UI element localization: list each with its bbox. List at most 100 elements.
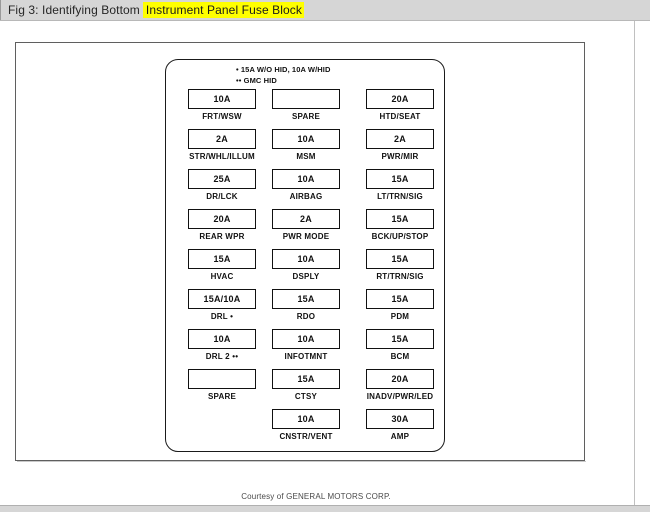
fuse-amperage: 15A	[297, 373, 315, 384]
fuse-cell[interactable]: 10A DSPLY	[263, 249, 349, 289]
fuse-cell[interactable]: 15A BCK/UP/STOP	[357, 209, 443, 249]
fuse-column-2: SPARE 10A MSM 10A AIRBAG 2A	[263, 89, 349, 449]
fuse-amperage: 10A	[213, 93, 231, 104]
fuse-slot-empty[interactable]	[188, 369, 256, 389]
fuse-cell[interactable]: 10A FRT/WSW	[179, 89, 265, 129]
fuse-cell[interactable]: 10A DRL 2 ••	[179, 329, 265, 369]
fuse-cell[interactable]: 10A MSM	[263, 129, 349, 169]
figure-header-bar: Fig 3: Identifying Bottom Instrument Pan…	[0, 0, 650, 21]
page-outer-margin	[635, 21, 650, 512]
fuse-label: BCM	[390, 352, 410, 361]
fuse-slot[interactable]: 15A	[272, 289, 340, 309]
fuse-amperage: 10A	[297, 133, 315, 144]
figure-caption-highlight: Instrument Panel Fuse Block	[142, 2, 305, 18]
fuse-slot[interactable]: 15A	[366, 329, 434, 349]
diagram-frame: • 15A W/O HID, 10A W/HID •• GMC HID 10A …	[15, 42, 586, 501]
fuse-slot[interactable]: 15A	[366, 169, 434, 189]
fuse-cell[interactable]: 10A INFOTMNT	[263, 329, 349, 369]
fuse-label: HTD/SEAT	[379, 112, 421, 121]
document-page: • 15A W/O HID, 10A W/HID •• GMC HID 10A …	[0, 21, 650, 512]
fuse-amperage: 20A	[213, 213, 231, 224]
fuse-label: AIRBAG	[289, 192, 323, 201]
fuse-slot-empty[interactable]	[272, 89, 340, 109]
fuse-amperage: 30A	[391, 413, 409, 424]
fuse-label: INFOTMNT	[284, 352, 328, 361]
fuse-label: DRL 2 ••	[205, 352, 239, 361]
fuse-label: AMP	[390, 432, 410, 441]
fuse-cell[interactable]: 2A PWR MODE	[263, 209, 349, 249]
fuse-slot[interactable]: 15A	[188, 249, 256, 269]
fuse-label: DSPLY	[292, 272, 320, 281]
fuse-amperage: 15A	[213, 253, 231, 264]
fuse-amperage: 15A	[391, 213, 409, 224]
fuse-amperage: 15A	[391, 333, 409, 344]
fuse-cell[interactable]: 15A/10A DRL •	[179, 289, 265, 329]
fuse-label: PWR/MIR	[381, 152, 419, 161]
fuse-amperage: 15A	[297, 293, 315, 304]
fuse-amperage: 10A	[213, 333, 231, 344]
fuse-slot[interactable]: 2A	[272, 209, 340, 229]
fuse-amperage: 20A	[391, 373, 409, 384]
fuse-cell[interactable]: 20A INADV/PWR/LED	[357, 369, 443, 409]
fuse-cell[interactable]: 20A HTD/SEAT	[357, 89, 443, 129]
fuse-cell[interactable]: SPARE	[263, 89, 349, 129]
fuse-cell[interactable]: 15A RT/TRN/SIG	[357, 249, 443, 289]
fuse-label: REAR WPR	[199, 232, 245, 241]
fuse-cell[interactable]: SPARE	[179, 369, 265, 409]
fuse-column-1: 10A FRT/WSW 2A STR/WHL/ILLUM 25A DR/LCK	[179, 89, 265, 409]
fuse-cell[interactable]: 10A CNSTR/VENT	[263, 409, 349, 449]
fuse-label: SPARE	[208, 392, 236, 401]
fuse-slot[interactable]: 20A	[188, 209, 256, 229]
fuse-slot[interactable]: 2A	[366, 129, 434, 149]
fuse-label: CNSTR/VENT	[279, 432, 333, 441]
fuse-label: LT/TRN/SIG	[377, 192, 423, 201]
fuse-slot[interactable]: 10A	[272, 409, 340, 429]
fuse-slot[interactable]: 10A	[272, 249, 340, 269]
fuse-label: BCK/UP/STOP	[371, 232, 429, 241]
fuse-amperage: 10A	[297, 333, 315, 344]
fuse-cell[interactable]: 25A DR/LCK	[179, 169, 265, 209]
fuse-label: STR/WHL/ILLUM	[189, 152, 255, 161]
fuse-label: RT/TRN/SIG	[376, 272, 424, 281]
fuse-amperage: 15A	[391, 173, 409, 184]
fuse-cell[interactable]: 15A BCM	[357, 329, 443, 369]
fuse-amperage: 15A/10A	[203, 293, 241, 304]
fuse-column-3: 20A HTD/SEAT 2A PWR/MIR 15A LT/TRN/SIG	[357, 89, 443, 449]
fuse-slot[interactable]: 25A	[188, 169, 256, 189]
fuse-slot[interactable]: 10A	[272, 129, 340, 149]
fuse-slot[interactable]: 10A	[188, 89, 256, 109]
fuse-cell[interactable]: 15A HVAC	[179, 249, 265, 289]
fuse-cell[interactable]: 15A CTSY	[263, 369, 349, 409]
fuse-slot[interactable]: 20A	[366, 89, 434, 109]
fuse-slot[interactable]: 10A	[272, 169, 340, 189]
fuse-amperage: 15A	[391, 253, 409, 264]
fuse-slot[interactable]: 15A/10A	[188, 289, 256, 309]
fuse-amperage: 2A	[300, 213, 312, 224]
fuse-amperage: 10A	[297, 173, 315, 184]
fuse-label: CTSY	[294, 392, 318, 401]
fuse-cell[interactable]: 15A RDO	[263, 289, 349, 329]
legend-line-2: •• GMC HID	[236, 75, 277, 85]
fuse-slot[interactable]: 15A	[272, 369, 340, 389]
fuse-cell[interactable]: 2A PWR/MIR	[357, 129, 443, 169]
fuse-slot[interactable]: 10A	[272, 329, 340, 349]
fuse-slot[interactable]: 30A	[366, 409, 434, 429]
fuse-slot[interactable]: 15A	[366, 209, 434, 229]
header-left-rule	[0, 0, 1, 20]
fuse-amperage: 10A	[297, 253, 315, 264]
fuse-cell[interactable]: 15A LT/TRN/SIG	[357, 169, 443, 209]
fuse-slot[interactable]: 15A	[366, 289, 434, 309]
fuse-cell[interactable]: 30A AMP	[357, 409, 443, 449]
page-right-edge	[634, 21, 635, 512]
fuse-slot[interactable]: 2A	[188, 129, 256, 149]
fuse-cell[interactable]: 10A AIRBAG	[263, 169, 349, 209]
fuse-slot[interactable]: 20A	[366, 369, 434, 389]
fuse-block-outline: • 15A W/O HID, 10A W/HID •• GMC HID 10A …	[165, 59, 445, 452]
fuse-slot[interactable]: 15A	[366, 249, 434, 269]
fuse-cell[interactable]: 2A STR/WHL/ILLUM	[179, 129, 265, 169]
fuse-label: SPARE	[292, 112, 320, 121]
fuse-cell[interactable]: 15A PDM	[357, 289, 443, 329]
footnote-legend: • 15A W/O HID, 10A W/HID •• GMC HID	[236, 65, 330, 86]
fuse-slot[interactable]: 10A	[188, 329, 256, 349]
fuse-cell[interactable]: 20A REAR WPR	[179, 209, 265, 249]
